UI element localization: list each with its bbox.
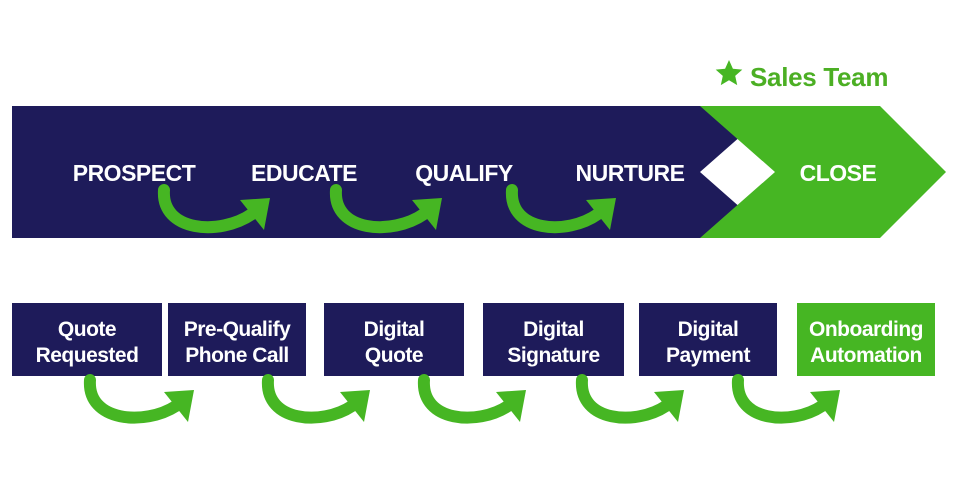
step-arrow-4-head (654, 390, 684, 422)
stage-label-qualify: QUALIFY (415, 160, 513, 186)
stage-arrow-3 (505, 184, 616, 234)
stage-arrow-2-head (412, 198, 442, 230)
stage-label-educate: EDUCATE (251, 160, 357, 186)
legend-label: Sales Team (750, 62, 888, 92)
stage-arrow-3-head (586, 198, 616, 230)
step-label-line: Quote (365, 344, 423, 367)
stage-arrow-2 (329, 184, 442, 234)
step-arrow-4 (575, 374, 684, 424)
stage-label-close: CLOSE (800, 160, 877, 186)
star-icon (715, 60, 743, 86)
step-arrow-5 (731, 374, 840, 424)
stage-label-prospect: PROSPECT (73, 160, 196, 186)
step-label-line: Digital (678, 318, 739, 341)
step-label-line: Digital (523, 318, 584, 341)
stage-arrow-1 (157, 184, 270, 234)
legend: Sales Team (715, 60, 888, 92)
step-arrow-3 (417, 374, 526, 424)
step-arrow-2-head (340, 390, 370, 422)
step-label-line: Signature (507, 344, 599, 367)
step-box-background (639, 303, 777, 376)
step-box-background (168, 303, 306, 376)
step-label-line: Pre-Qualify (184, 318, 291, 341)
stage-banner-green (700, 106, 946, 238)
stage-banner: PROSPECT EDUCATE QUALIFY NURTURE CLOSE (12, 106, 946, 238)
step-arrow-5-head (810, 390, 840, 422)
step-arrow-3-head (496, 390, 526, 422)
step-box-background (324, 303, 464, 376)
step-label-line: Automation (810, 344, 922, 367)
step-label-line: Digital (364, 318, 425, 341)
stage-arrow-1-head (240, 198, 270, 230)
step-arrow-2 (261, 374, 370, 424)
step-arrow-1-head (164, 390, 194, 422)
step-label-line: Quote (58, 318, 116, 341)
step-box-background (797, 303, 935, 376)
step-arrow-1 (83, 374, 194, 424)
step-label-line: Phone Call (185, 344, 289, 367)
stage-banner-navy (12, 106, 775, 238)
step-label-line: Requested (36, 344, 139, 367)
step-label-line: Payment (666, 344, 751, 367)
step-box-background (12, 303, 162, 376)
step-label-line: Onboarding (809, 318, 923, 341)
stage-label-nurture: NURTURE (576, 160, 685, 186)
step-box-background (483, 303, 624, 376)
